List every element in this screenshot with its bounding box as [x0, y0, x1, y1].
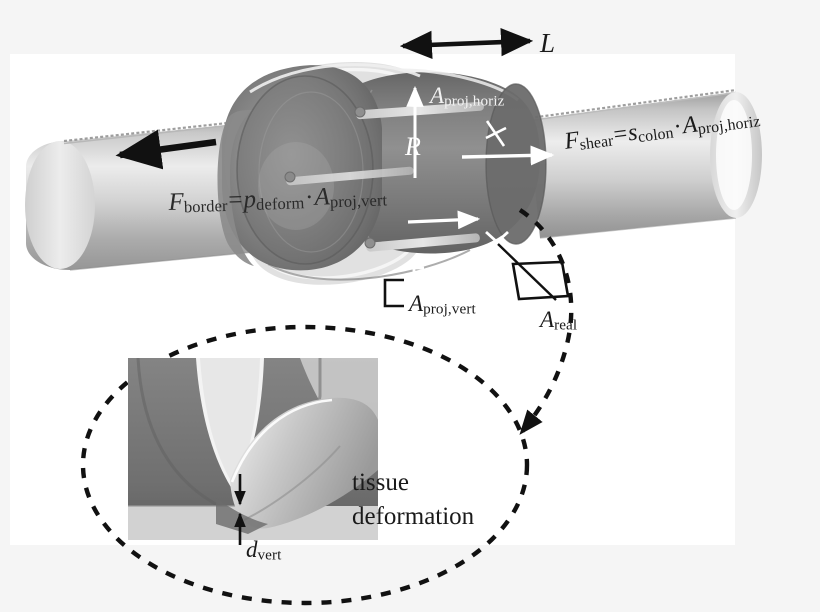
- capsule-slot-top: [356, 101, 484, 120]
- border-force-arrow: [407, 210, 481, 230]
- tube-left-opening: [25, 141, 95, 269]
- capsule-pivot-top: [354, 106, 366, 118]
- capsule-robot: [217, 61, 547, 285]
- capsule-pivot-bottom: [364, 237, 376, 249]
- capsule-front-collar: [217, 110, 254, 266]
- a-real-parallelogram: [511, 260, 570, 301]
- capsule-slot-middle: [286, 166, 414, 186]
- motion-direction-arrow: [115, 129, 217, 170]
- capsule-pivot-middle: [284, 171, 296, 183]
- plus-marker-vert: [404, 258, 424, 278]
- capsule-rear-cap: [486, 84, 546, 244]
- a-proj-vert-bracket: [383, 278, 404, 308]
- colon-tube-right: [528, 88, 762, 239]
- tissue-deformation-inset-image: [128, 358, 378, 540]
- length-dimension-arrow: [399, 27, 534, 60]
- inset-callout-arrow: [518, 208, 574, 435]
- cross-marker-horiz: [485, 120, 507, 147]
- shear-force-arrow: [461, 145, 555, 166]
- a-real-leader-line: [497, 243, 557, 301]
- tissue-deformation-inset-outline: [80, 324, 530, 606]
- capsule-slot-bottom: [366, 233, 480, 252]
- capsule-face: [237, 76, 373, 264]
